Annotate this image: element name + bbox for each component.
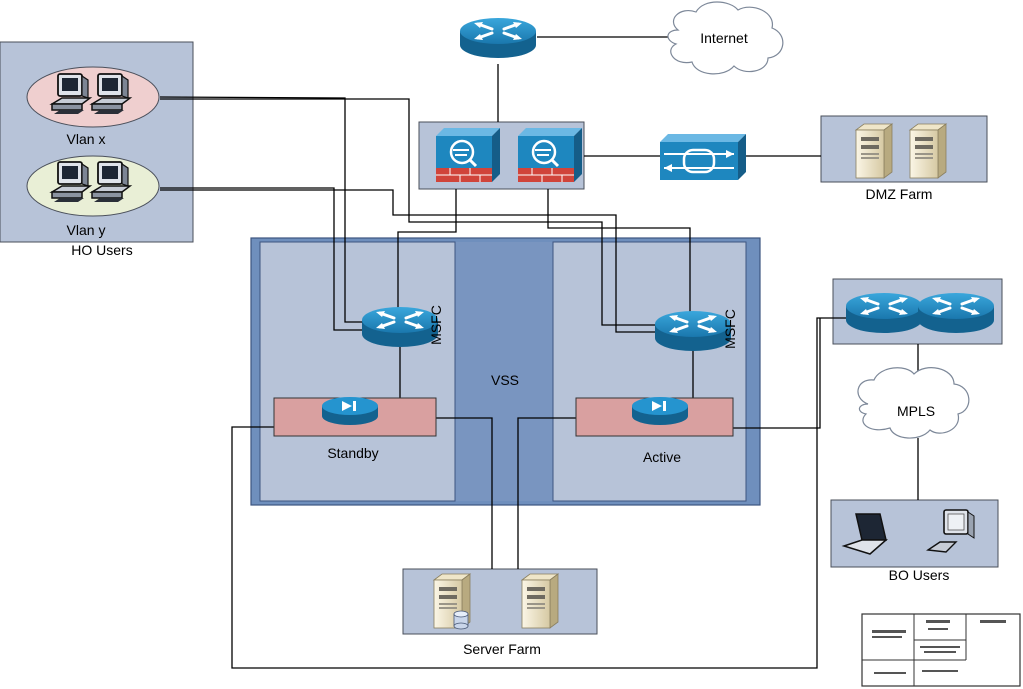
msfc-left-label: MSFC <box>428 305 444 345</box>
vlan-x-label: Vlan x <box>67 131 106 147</box>
standby-label: Standby <box>327 445 378 461</box>
dmz-farm-label: DMZ Farm <box>866 186 933 202</box>
server-farm-label: Server Farm <box>463 641 541 657</box>
vss-interconnect <box>455 242 553 501</box>
msfc-right-label: MSFC <box>722 309 738 349</box>
laptop-icon <box>841 513 888 555</box>
msfc-standby-router-icon <box>360 305 440 349</box>
wan-router-2-icon <box>916 291 996 335</box>
firewall-left-icon <box>434 126 502 184</box>
service-module-standby-icon <box>273 397 437 437</box>
vss-standby-switch <box>259 241 456 502</box>
dmz-server-2-icon <box>909 123 947 179</box>
mpls-label: MPLS <box>897 403 935 419</box>
vss-active-switch <box>552 241 747 502</box>
active-label: Active <box>643 449 681 465</box>
vlan-y-label: Vlan y <box>67 222 106 238</box>
server-farm-server-2-icon <box>521 573 559 629</box>
service-module-active-icon <box>575 397 734 437</box>
vpn-icon <box>660 134 746 180</box>
server-farm-region <box>402 568 598 635</box>
vlan-y-group <box>26 155 160 217</box>
vss-label: VSS <box>491 372 519 388</box>
wan-router-1-icon <box>844 291 924 335</box>
mpls-cloud-icon <box>857 367 970 439</box>
internet-label: Internet <box>700 30 748 46</box>
links <box>159 36 919 669</box>
title-block-thumbnail <box>861 613 1021 687</box>
internet-cloud-icon <box>667 1 784 75</box>
database-icon <box>453 610 469 630</box>
ho-users-label: HO Users <box>71 242 132 258</box>
msfc-active-router-icon <box>653 309 733 353</box>
vlan-x-group <box>26 66 160 128</box>
bo-workstation-icon <box>926 509 975 553</box>
dmz-server-1-icon <box>855 123 893 179</box>
bo-users-label: BO Users <box>889 567 950 583</box>
internet-router-icon <box>458 16 538 60</box>
firewall-right-icon <box>516 126 584 184</box>
dmz-farm-region <box>820 115 988 183</box>
